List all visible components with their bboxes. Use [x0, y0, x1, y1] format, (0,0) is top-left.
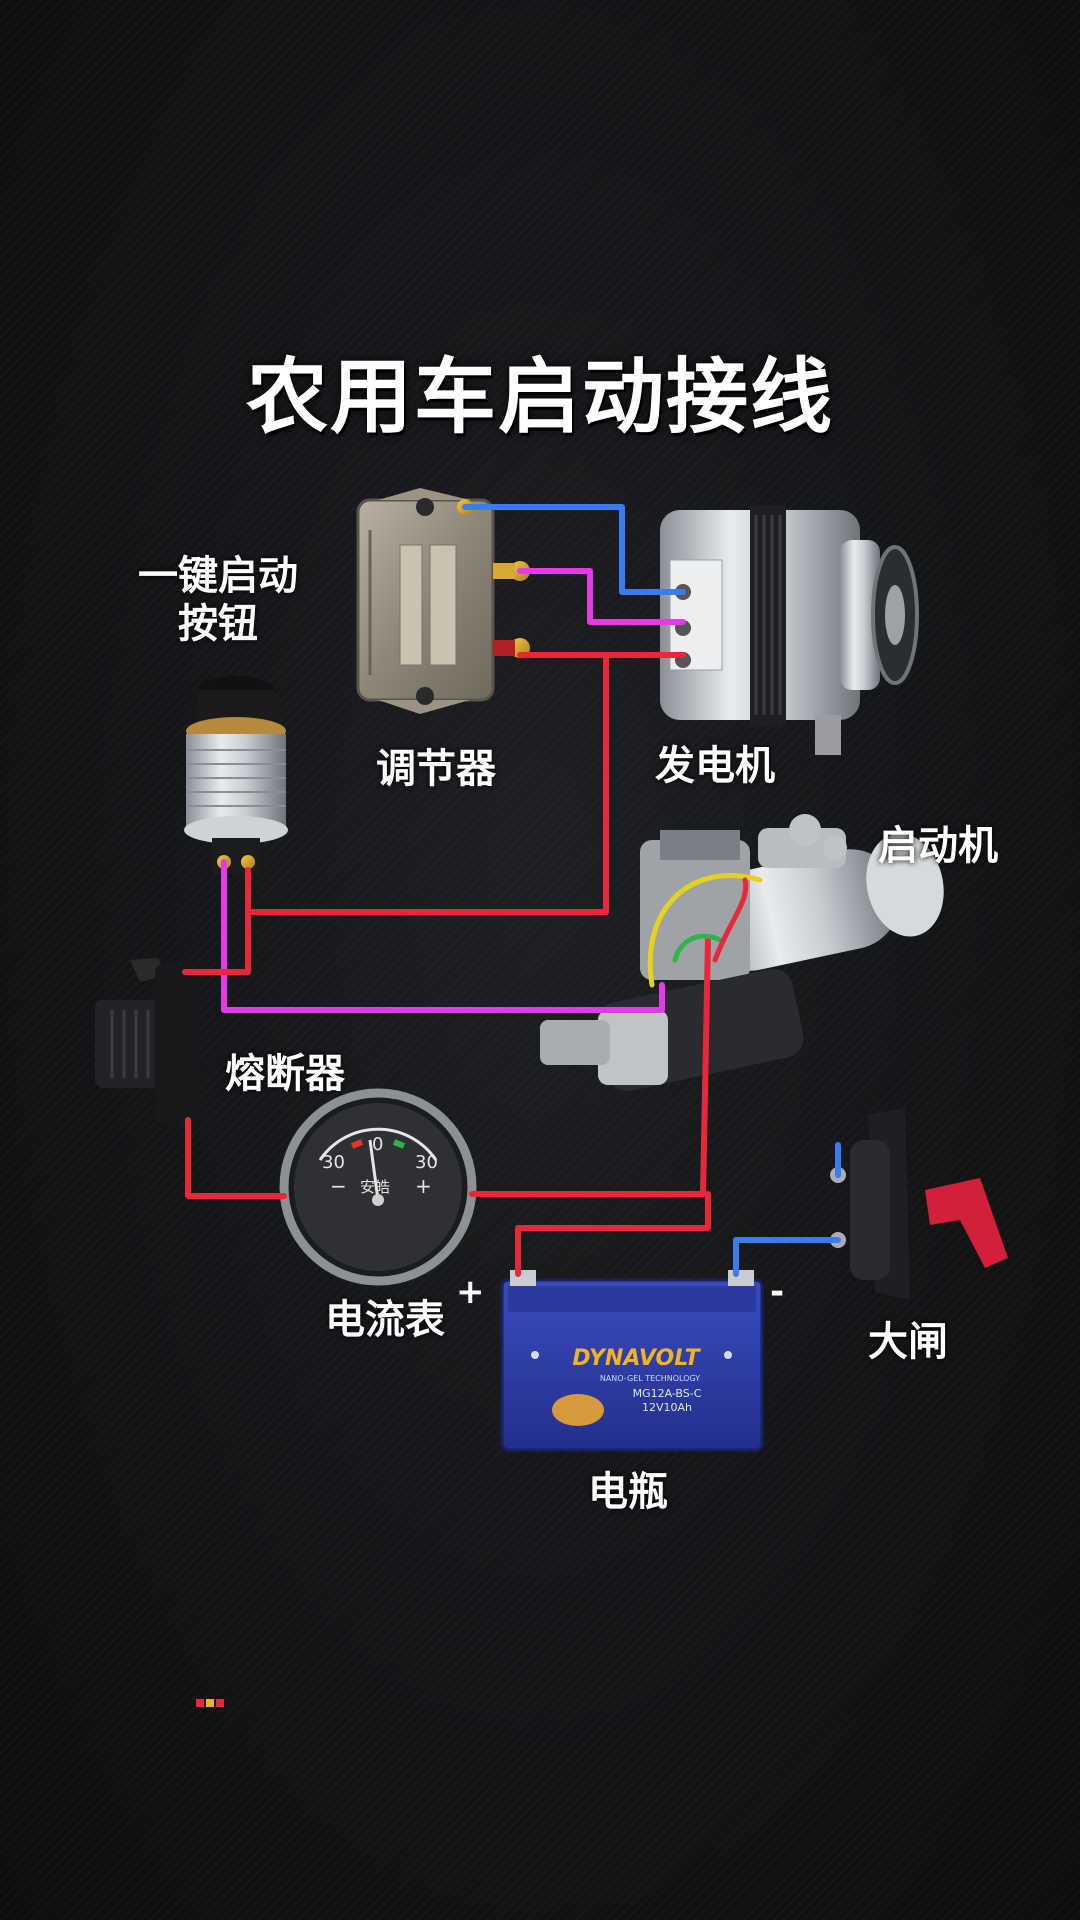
- main-switch: [830, 1108, 1008, 1300]
- wire-red-button-fuse: [182, 909, 251, 975]
- wire-yellow-starter: [647, 873, 763, 988]
- ammeter: [279, 1088, 477, 1286]
- wire-magenta-regulator-alternator: [517, 568, 686, 625]
- label-battery: 电瓶: [588, 1469, 668, 1515]
- battery-positive-sign: +: [456, 1272, 485, 1312]
- wire-red-regulator-button: [245, 652, 609, 915]
- wire-magenta-button-starter: [221, 859, 665, 1013]
- ammeter-brand: 安皓: [360, 1178, 391, 1196]
- ammeter-left-scale: 30: [322, 1152, 345, 1173]
- wire-blue-battery-switch: [733, 1237, 841, 1277]
- wire-red-fuse-ammeter: [185, 1117, 287, 1199]
- ammeter-plus: +: [415, 1174, 432, 1198]
- wire-red-ammeter-starter: [469, 935, 711, 1197]
- battery: [500, 1270, 764, 1452]
- wire-green-starter: [672, 933, 723, 963]
- label-starter: 启动机: [878, 823, 998, 869]
- wire-red-starter-battery: [515, 1191, 711, 1277]
- wire-blue-regulator-alternator: [462, 504, 686, 595]
- label-alternator: 发电机: [655, 743, 775, 789]
- wire-red-starter-solenoid: [712, 877, 749, 963]
- fuse: [95, 958, 200, 1124]
- label-main-switch: 大闸: [868, 1319, 948, 1365]
- ammeter-minus: −: [330, 1174, 347, 1198]
- diagram-title: 农用车启动接线: [245, 350, 834, 445]
- ammeter-zero: 0: [372, 1134, 384, 1155]
- label-ammeter: 电流表: [325, 1297, 445, 1343]
- label-regulator: 调节器: [376, 746, 496, 792]
- battery-negative-sign: -: [770, 1272, 785, 1312]
- battery-brand: DYNAVOLT: [572, 1346, 700, 1371]
- alternator: [660, 505, 919, 755]
- battery-tech: NANO-GEL TECHNOLOGY: [599, 1374, 701, 1383]
- start-button: [184, 676, 288, 874]
- label-start-button: 一键启动 按钮: [138, 553, 298, 647]
- regulator: [356, 488, 530, 714]
- battery-rating: 12V10Ah: [641, 1401, 692, 1414]
- label-fuse: 熔断器: [225, 1051, 345, 1097]
- indicator-dots: [196, 1699, 224, 1709]
- battery-model: MG12A-BS-C: [632, 1387, 702, 1400]
- ammeter-right-scale: 30: [415, 1152, 438, 1173]
